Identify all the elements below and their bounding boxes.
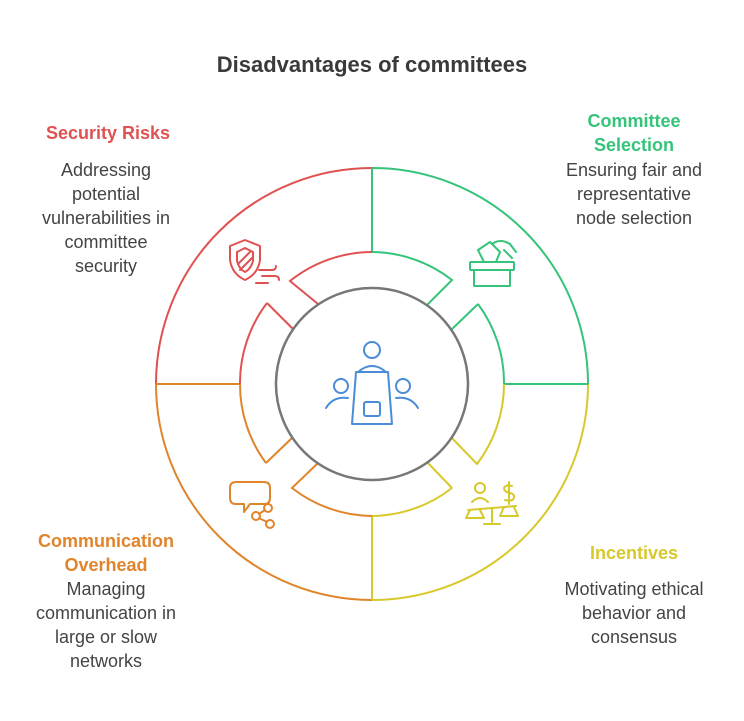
selection-inner-segment-2 <box>477 303 506 385</box>
communication-inner-segment <box>290 462 373 517</box>
desc-line: Addressing <box>60 160 152 180</box>
incentives-connector <box>426 461 453 489</box>
incentives-label: Incentives <box>589 543 679 563</box>
committee-selection-label: Committee Selection <box>534 109 734 157</box>
desc-line: large or slow <box>54 627 158 647</box>
incentives-inner-segment-2 <box>371 487 453 517</box>
desc-line: security <box>74 256 137 276</box>
selection-outer-arc <box>371 167 589 385</box>
label-line: Selection <box>593 135 675 155</box>
committee-selection-description: Ensuring fair and representative node se… <box>524 158 744 230</box>
desc-line: potential <box>71 184 141 204</box>
desc-line: Ensuring fair and <box>565 160 703 180</box>
security-outer-arc <box>155 167 373 385</box>
desc-line: vulnerabilities in <box>41 208 171 228</box>
desc-line: Motivating ethical <box>564 579 704 599</box>
label-line: Overhead <box>64 555 148 575</box>
ballot-box-icon <box>469 240 517 287</box>
security-risks-label: Security Risks <box>45 123 171 143</box>
desc-line: behavior and <box>581 603 687 623</box>
label-line: Committee <box>587 111 681 131</box>
incentives-inner-segment <box>449 383 505 466</box>
desc-line: consensus <box>590 627 678 647</box>
center-circle <box>274 286 470 482</box>
security-inner-segment-2 <box>238 302 268 385</box>
desc-line: Managing <box>66 579 146 599</box>
scale-dollar-icon <box>465 481 519 525</box>
security-risks-description: Addressing potential vulnerabilities in … <box>0 158 212 278</box>
selection-inner-segment <box>371 251 454 307</box>
desc-line: node selection <box>575 208 693 228</box>
security-connector <box>266 302 295 331</box>
security-inner-segment <box>288 251 373 305</box>
desc-line: representative <box>576 184 692 204</box>
incentives-description: Motivating ethical behavior and consensu… <box>524 577 744 649</box>
meeting-table-icon <box>325 341 419 425</box>
selection-connector <box>449 303 479 332</box>
communication-outer-arc <box>155 383 373 601</box>
diagram-title: Disadvantages of committees <box>216 52 528 77</box>
label-line: Communication <box>37 531 174 551</box>
communication-overhead-label: Communication Overhead <box>8 529 204 577</box>
shield-wind-icon <box>229 239 280 284</box>
desc-line: networks <box>69 651 143 671</box>
communication-connector <box>265 436 294 464</box>
incentives-outer-arc <box>371 383 589 601</box>
chat-share-icon <box>229 481 275 529</box>
desc-line: committee <box>64 232 148 252</box>
desc-line: communication in <box>35 603 177 623</box>
communication-overhead-description: Managing communication in large or slow … <box>0 577 212 673</box>
communication-inner-segment-2 <box>238 383 267 464</box>
